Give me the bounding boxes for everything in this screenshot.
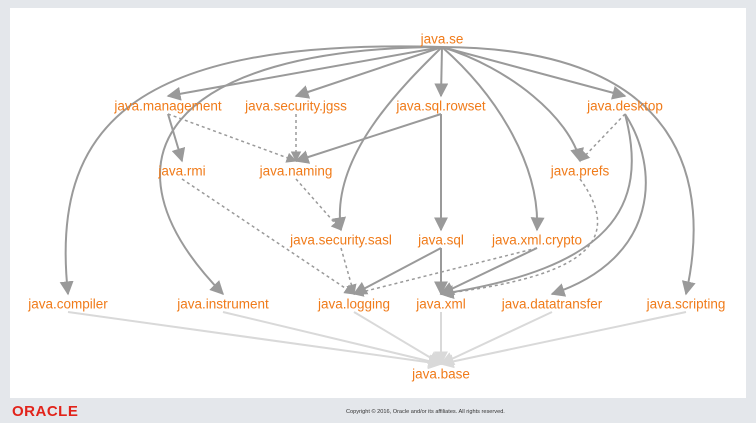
- node-java-security-jgss: java.security.jgss: [245, 98, 347, 114]
- node-java-management: java.management: [114, 98, 222, 114]
- node-java-sql-rowset: java.sql.rowset: [396, 98, 486, 114]
- edge-java-se-to-java-security-sasl: [332, 46, 443, 232]
- edge-java-xml-crypto-to-java-logging: [352, 247, 538, 297]
- oracle-logo: ORACLE: [12, 403, 79, 420]
- edge-java-desktop-to-java-xml: [439, 113, 633, 299]
- node-java-naming: java.naming: [259, 163, 333, 179]
- edge-java-se-to-java-sql-rowset: [434, 46, 449, 98]
- slide-canvas: java.se java.management java.security.jg…: [10, 8, 746, 398]
- node-java-base: java.base: [412, 366, 470, 382]
- node-java-se: java.se: [420, 31, 464, 47]
- edge-java-scripting-to-java-base: [439, 311, 687, 369]
- node-java-scripting: java.scripting: [646, 296, 726, 312]
- edge-java-naming-to-java-security-sasl: [295, 178, 342, 231]
- node-java-xml: java.xml: [416, 296, 466, 312]
- node-java-instrument: java.instrument: [177, 296, 269, 312]
- copyright-notice: Copyright © 2016, Oracle and/or its affi…: [346, 409, 505, 415]
- edge-java-desktop-to-java-datatransfer: [550, 113, 647, 297]
- node-java-sql: java.sql: [418, 232, 464, 248]
- edge-java-security-sasl-to-java-logging: [340, 247, 357, 296]
- edge-java-datatransfer-to-java-base: [439, 311, 553, 365]
- base-edges: [67, 311, 687, 370]
- edge-java-management-to-java-rmi: [167, 113, 186, 163]
- node-java-desktop: java.desktop: [587, 98, 663, 114]
- edge-java-se-to-java-management: [166, 46, 443, 101]
- node-java-prefs: java.prefs: [550, 163, 610, 179]
- edge-java-instrument-to-java-base: [222, 311, 443, 368]
- node-java-logging: java.logging: [317, 296, 391, 312]
- edge-java-sql-to-java-logging: [352, 247, 442, 295]
- dependency-edges: [59, 45, 696, 299]
- module-graph: [59, 45, 696, 370]
- node-java-rmi: java.rmi: [158, 163, 206, 179]
- edge-java-se-to-java-security-jgss: [294, 46, 443, 99]
- edge-java-sql-rowset-to-java-naming: [294, 113, 442, 164]
- node-java-xml-crypto: java.xml.crypto: [491, 232, 583, 248]
- edge-java-se-to-java-compiler: [59, 45, 443, 296]
- node-java-datatransfer: java.datatransfer: [501, 296, 603, 312]
- slide-footer: ORACLE Copyright © 2016, Oracle and/or i…: [0, 398, 756, 423]
- edge-java-se-to-java-xml-crypto: [441, 46, 545, 232]
- edge-java-logging-to-java-base: [353, 311, 443, 365]
- edge-java-compiler-to-java-base: [67, 311, 443, 370]
- edge-java-xml-crypto-to-java-xml: [439, 247, 538, 295]
- edge-java-se-to-java-desktop: [441, 46, 627, 100]
- edge-java-se-to-java-prefs: [441, 46, 584, 163]
- node-java-compiler: java.compiler: [28, 296, 108, 312]
- edge-java-se-to-java-instrument: [159, 46, 443, 296]
- edge-java-management-to-java-naming: [167, 113, 297, 163]
- edge-java-rmi-to-java-logging: [181, 178, 355, 295]
- edge-java-desktop-to-java-prefs: [579, 113, 626, 162]
- edge-java-se-to-java-scripting: [441, 46, 696, 296]
- node-java-security-sasl: java.security.sasl: [290, 232, 392, 248]
